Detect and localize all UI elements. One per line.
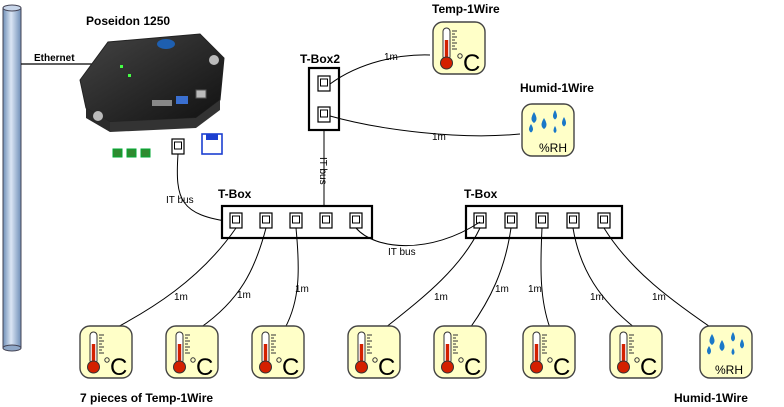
tbox-right-title: T-Box [464,187,498,201]
cable-to-temp-6 [540,227,551,329]
ethernet-label: Ethernet [34,53,75,64]
temp-sensor-top: C [432,21,486,77]
cable-length-label: 1m [295,284,309,295]
celsius-unit: C [463,50,480,77]
celsius-unit: C [196,354,213,381]
temp-group-label: 7 pieces of Temp-1Wire [80,391,213,405]
humidity-unit: %RH [715,363,743,377]
cable-length-label: 1m [384,52,398,63]
cable-length-label: 1m [652,292,666,303]
cable-length-label: 1m [174,292,188,303]
temp-sensor-label: Temp-1Wire [432,2,500,16]
temp-sensor-2: C [165,325,219,381]
tbox2-title: T-Box2 [300,52,340,66]
celsius-unit: C [110,354,127,381]
cable-to-temp-3 [284,227,299,329]
cable-to-temp-5 [469,227,512,329]
it-bus-vertical-label: IT bus [317,157,328,185]
poseidon-device-image [79,33,225,132]
tbox-left-title: T-Box [218,187,252,201]
celsius-unit: C [553,354,570,381]
it-bus-device-cable [176,153,233,223]
temp-sensor-6: C [522,325,576,381]
cable-to-humid-bottom [603,227,723,336]
cable-length-label: 1m [528,284,542,295]
cable-length-label: 1m [237,290,251,301]
cable-length-label: 1m [434,292,448,303]
it-bus-between-cable [355,221,481,247]
cable-length-label: 1m [432,132,446,143]
temp-sensor-7: C [609,325,663,381]
temp-sensor-1: C [79,325,133,381]
temp-sensor-5: C [433,325,487,381]
humid-sensor-label: Humid-1Wire [520,81,594,95]
humid-sensor-top: %RH [521,103,575,157]
cable-to-temp-1 [111,227,237,331]
humid-bottom-label: Humid-1Wire [674,391,748,405]
digital-inputs [112,148,151,158]
ethernet-backbone [2,4,22,352]
tbox2-humid-cable [329,115,521,137]
temp-sensor-3: C [251,325,305,381]
it-bus-between-label: IT bus [388,247,416,258]
celsius-unit: C [464,354,481,381]
temp-sensor-4: C [347,325,401,381]
device-it-bus-port [171,138,185,155]
humidity-unit: %RH [539,141,567,155]
device-title: Poseidon 1250 [86,14,170,28]
celsius-unit: C [378,354,395,381]
cable-length-label: 1m [495,284,509,295]
tbox2-temp-cable [329,54,431,85]
cable-to-temp-2 [199,227,267,329]
it-bus-device-label: IT bus [166,195,194,206]
cable-to-temp-7 [572,227,636,329]
celsius-unit: C [282,354,299,381]
cable-length-label: 1m [590,292,604,303]
celsius-unit: C [640,354,657,381]
humid-sensor-bottom: %RH [699,325,753,379]
cable-to-temp-4 [384,227,481,329]
